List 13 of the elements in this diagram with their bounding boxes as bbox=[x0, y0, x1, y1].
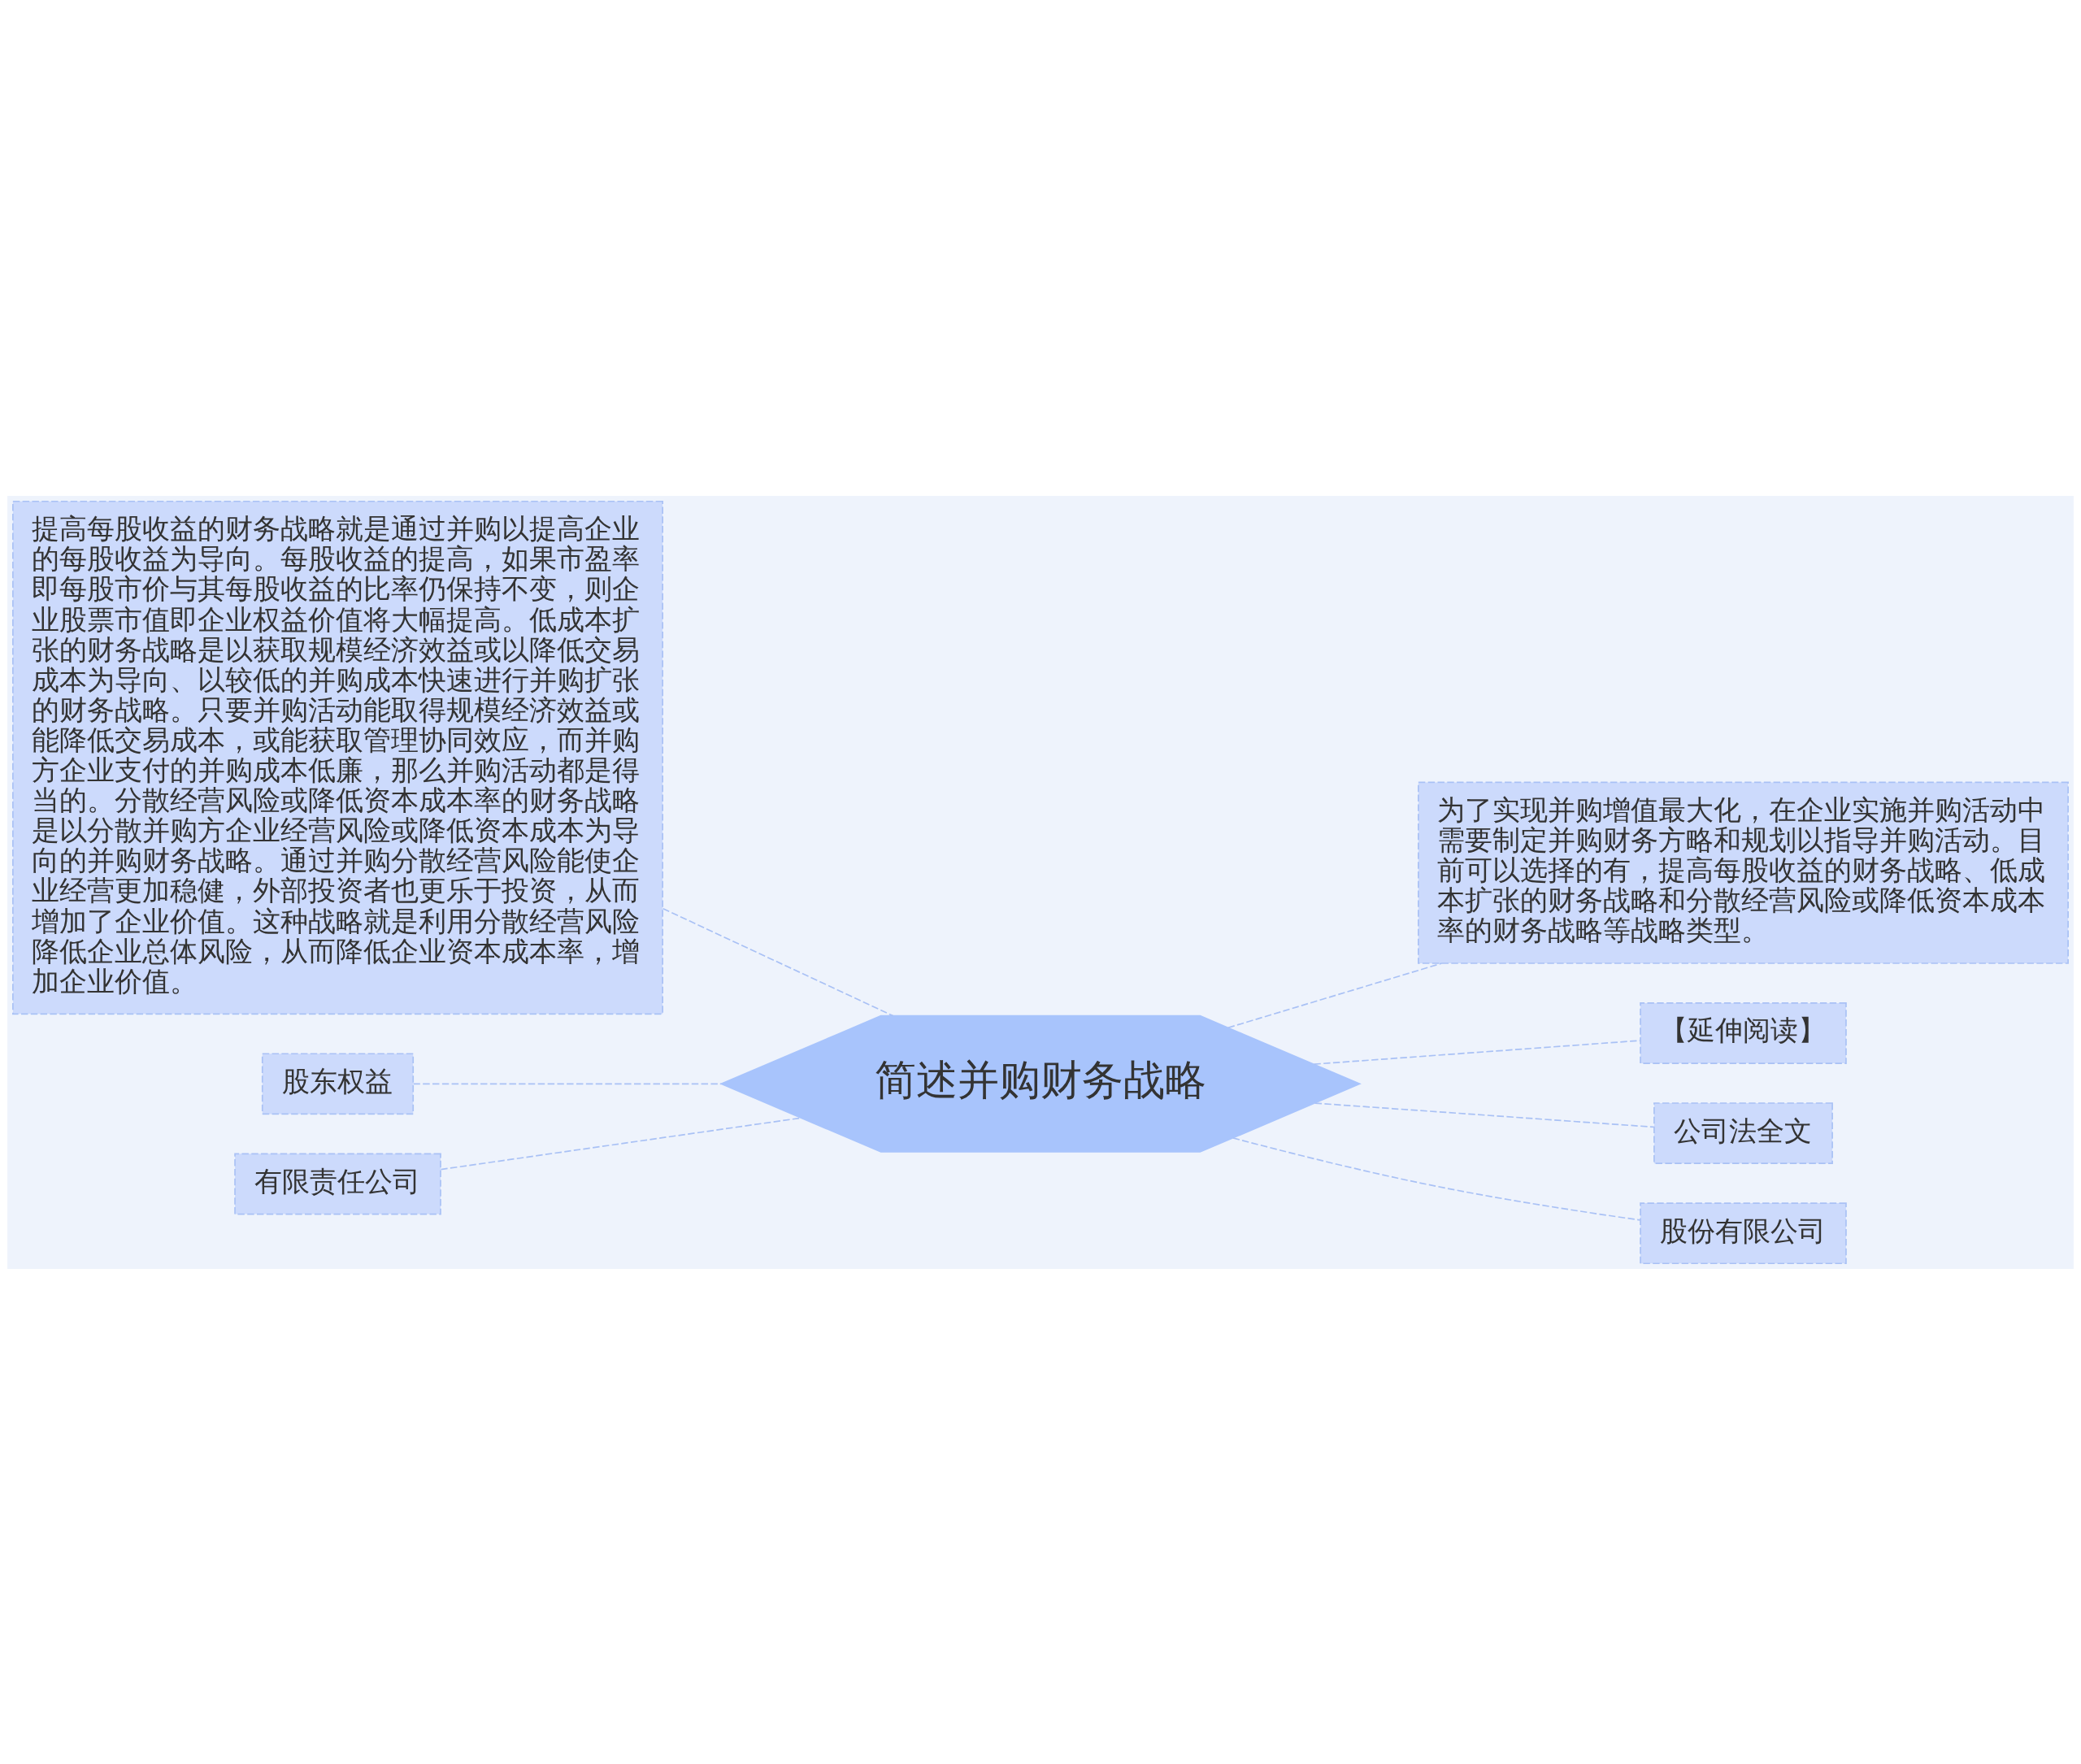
connector bbox=[662, 907, 894, 1016]
connector bbox=[412, 1083, 722, 1084]
node-box: 【延伸阅读】 bbox=[1640, 1001, 1847, 1064]
connector bbox=[1232, 1136, 1641, 1221]
node-box: 为了实现并购增值最大化，在企业实施并购活动中需要制定并购财务方略和规划以指导并购活动。目前可以选择的有，提高每股收益的财务战略、低成本扩张的财务战略和分散经营风险或降低资本成本率的财务战略等战略类型。 bbox=[1418, 781, 2069, 964]
connector bbox=[1314, 1101, 1655, 1127]
node-box: 提高每股收益的财务战略就是通过并购以提高企业的每股收益为导向。每股收益的提高，如果市盈率即每股市价与其每股收益的比率仍保持不变，则企业股票市值即企业权益价值将大幅提高。低成本扩张的财务战略是以获取规模经济效益或以降低交易成本为导向、以较低的并购成本快速进行并购扩张的财务战略。只要并购活动能取得规模经济效益或能降低交易成本，或能获取管理协同效应，而并购方企业支付的并购成本低廉，那么并购活动都是得当的。分散经营风险或降低资本成本率的财务战略是以分散并购方企业经营风险或降低资本成本为导向的并购财务战略。通过并购分散经营风险能使企业经营更加稳健，外部投资者也更乐于投资，从而增加了企业价值。这种战略就是利用分散经营风险降低企业总体风险，从而降低企业资本成本率，增加企业价值。 bbox=[12, 500, 663, 1015]
node-box: 公司法全文 bbox=[1653, 1101, 1833, 1164]
node-box: 股东权益 bbox=[261, 1052, 415, 1114]
connector bbox=[1227, 962, 1443, 1028]
node-box: 有限责任公司 bbox=[234, 1153, 441, 1214]
connector bbox=[1313, 1039, 1641, 1065]
node-box: 股份有限公司 bbox=[1640, 1201, 1847, 1264]
